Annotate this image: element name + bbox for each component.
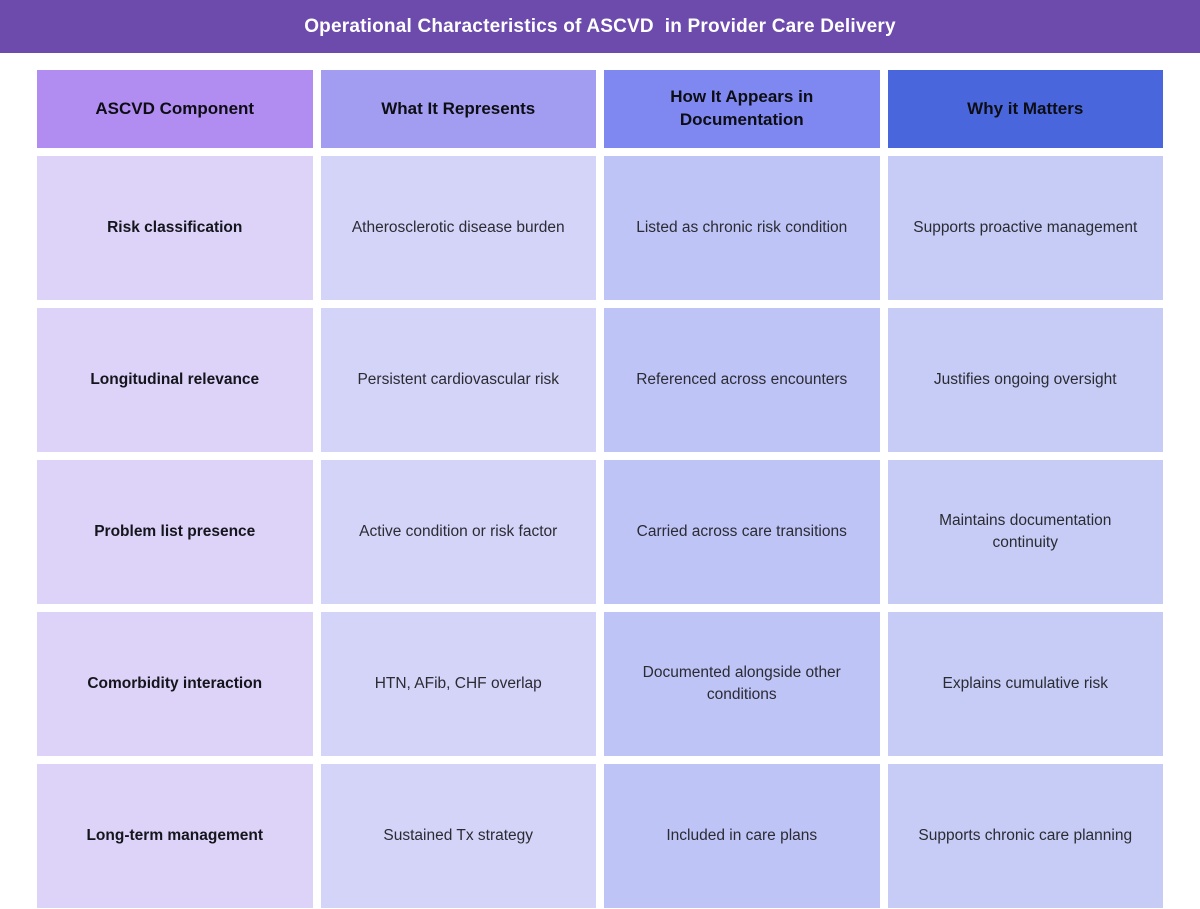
row-represents-cell: Persistent cardiovascular risk bbox=[320, 308, 596, 452]
row-documentation-cell: Included in care plans bbox=[604, 764, 880, 908]
row-matters-cell: Justifies ongoing oversight bbox=[887, 308, 1163, 452]
row-documentation-cell: Carried across care transitions bbox=[604, 460, 880, 604]
row-component-cell: Longitudinal relevance bbox=[37, 308, 313, 452]
row-documentation-cell: Documented alongside other conditions bbox=[604, 612, 880, 756]
row-represents-cell: Atherosclerotic disease burden bbox=[320, 156, 596, 300]
row-component-cell: Risk classification bbox=[37, 156, 313, 300]
row-represents-cell: Active condition or risk factor bbox=[320, 460, 596, 604]
row-component-cell: Problem list presence bbox=[37, 460, 313, 604]
row-represents-cell: HTN, AFib, CHF overlap bbox=[320, 612, 596, 756]
row-represents-cell: Sustained Tx strategy bbox=[320, 764, 596, 908]
page-title: Operational Characteristics of ASCVD in … bbox=[304, 15, 896, 37]
row-documentation-cell: Listed as chronic risk condition bbox=[604, 156, 880, 300]
row-matters-cell: Maintains documentation continuity bbox=[887, 460, 1163, 604]
row-matters-cell: Supports chronic care planning bbox=[887, 764, 1163, 908]
column-header-what-it-represents: What It Represents bbox=[320, 70, 596, 148]
ascvd-characteristics-table: ASCVD Component What It Represents How I… bbox=[37, 70, 1163, 908]
column-header-how-it-appears: How It Appears in Documentation bbox=[604, 70, 880, 148]
row-documentation-cell: Referenced across encounters bbox=[604, 308, 880, 452]
row-component-cell: Comorbidity interaction bbox=[37, 612, 313, 756]
row-matters-cell: Explains cumulative risk bbox=[887, 612, 1163, 756]
row-matters-cell: Supports proactive management bbox=[887, 156, 1163, 300]
title-banner: Operational Characteristics of ASCVD in … bbox=[0, 0, 1200, 53]
column-header-why-it-matters: Why it Matters bbox=[887, 70, 1163, 148]
row-component-cell: Long-term management bbox=[37, 764, 313, 908]
column-header-ascvd-component: ASCVD Component bbox=[37, 70, 313, 148]
